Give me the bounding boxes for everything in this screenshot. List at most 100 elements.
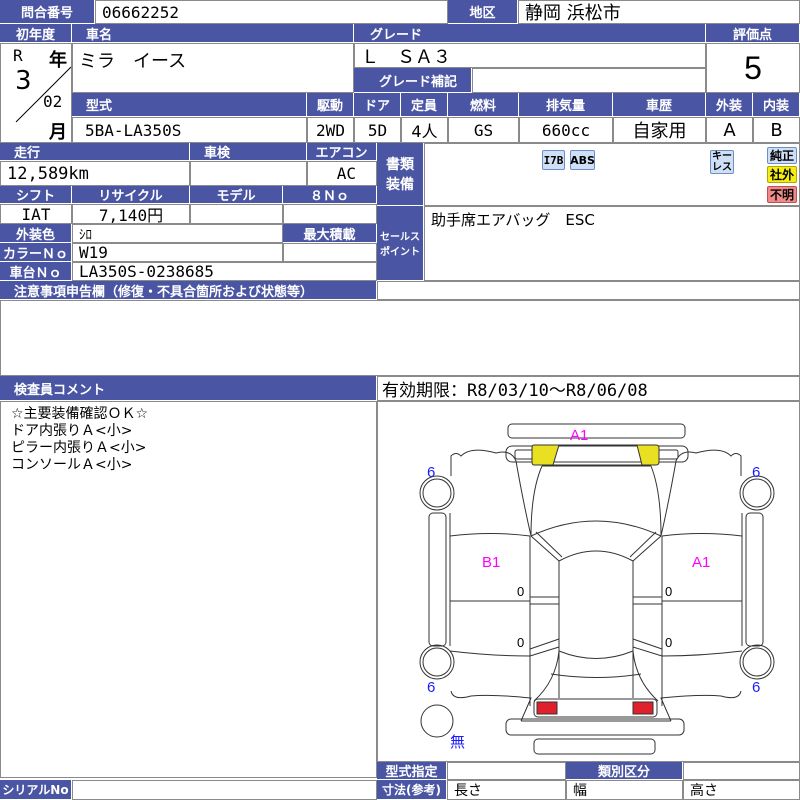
legend-unknown: 不明: [767, 186, 797, 203]
equipment-badge-i7b: I7B: [542, 150, 565, 170]
era: R: [13, 46, 23, 65]
front-glass-top: [507, 423, 686, 439]
equipment-label: 書類 装備: [377, 143, 424, 206]
fuel-value: GS: [448, 117, 519, 143]
first-reg-label: 初年度: [0, 24, 72, 43]
legend-genuine: 純正: [767, 147, 797, 164]
notes-label: 注意事項申告欄（修復・不具合箇所および状態等）: [0, 281, 377, 300]
displacement-value: 660cc: [519, 117, 613, 143]
max-load-value: [283, 243, 377, 262]
serial-label: シリアルNo: [0, 780, 72, 800]
interior-label: 内装: [753, 93, 800, 117]
displacement-label: 排気量: [519, 93, 613, 117]
inspector-label: 検査員コメント: [0, 376, 377, 401]
car-diagram-svg: A1 B1 A1 6 6 6 6 無 0 0 0 0: [419, 423, 775, 755]
damage-diagram: A1 B1 A1 6 6 6 6 無 0 0 0 0: [377, 401, 800, 762]
grade-note-label: グレード補記: [354, 68, 472, 93]
model-year-value: [190, 204, 283, 224]
equipment-label-line2: 装備: [386, 177, 414, 193]
door-label: ドア: [354, 93, 401, 117]
score-label: 評価点: [706, 24, 800, 43]
drive-value: 2WD: [307, 117, 354, 143]
right-side-mark: A1: [692, 554, 710, 571]
eight-no-value: [283, 204, 377, 224]
capacity-label: 定員: [401, 93, 448, 117]
chassis-no-label: 車台Ｎｏ: [0, 262, 72, 281]
equipment-badge-keyless: キー レス: [710, 150, 734, 174]
capacity-value: 4人: [401, 117, 448, 143]
comment-line: ☆主要装備確認ＯＫ☆: [11, 406, 149, 422]
ac-value: AC: [307, 161, 377, 186]
grade-note-value: [472, 68, 706, 93]
equipment-area: I7B ABS キー レス 純正 社外 不明: [424, 143, 800, 206]
color-no-value: W19: [72, 243, 283, 262]
door-mark: 0: [665, 584, 672, 599]
max-load-label: 最大積載: [283, 224, 377, 243]
comment-line: ピラー内張りＡ<小>: [11, 440, 147, 456]
year: 3: [15, 66, 32, 96]
recycle-label: リサイクル: [72, 186, 190, 204]
color-no-label: カラーＮｏ: [0, 243, 72, 262]
month: 02: [43, 92, 63, 111]
serial-value: [72, 780, 377, 800]
sales-point-label: セールス ポイント: [377, 206, 424, 281]
history-label: 車歴: [613, 93, 706, 117]
tire-fr: 6: [752, 464, 760, 481]
exterior-grade: A: [706, 117, 753, 143]
grade-value: Ｌ ＳＡ３: [354, 43, 706, 68]
tire-fl: 6: [427, 464, 435, 481]
score-value: 5: [706, 43, 800, 93]
comment-line: ドア内張りＡ<小>: [11, 423, 133, 439]
equipment-label-line1: 書類: [386, 157, 414, 173]
notes-value: [0, 300, 800, 376]
width-label: 幅: [566, 780, 683, 800]
height-label: 高さ: [683, 780, 800, 800]
region-label: 地区: [448, 0, 518, 24]
door-value: 5D: [354, 117, 401, 143]
car-name-value: ミラ イース: [72, 43, 354, 93]
tire-rr: 6: [752, 679, 760, 696]
year-suffix: 年: [49, 50, 67, 71]
notes-header-right: [377, 281, 800, 300]
color-value: ｼﾛ: [72, 224, 283, 243]
inspection-label: 車検: [190, 143, 307, 161]
car-name-label: 車名: [72, 24, 354, 43]
month-suffix: 月: [49, 122, 67, 143]
type-designation-label: 型式指定: [377, 762, 447, 780]
mileage-value: 12,589km: [0, 161, 190, 186]
chassis-no-value: LA350S-0238685: [72, 262, 377, 281]
color-label: 外装色: [0, 224, 72, 243]
front-bumper-mark: A1: [570, 427, 588, 444]
tire-rl: 6: [427, 679, 435, 696]
category-label: 類別区分: [566, 762, 683, 780]
recycle-value: 7,140円: [72, 204, 190, 224]
interior-grade: B: [753, 117, 800, 143]
eight-no-label: ８Ｎｏ: [283, 186, 377, 204]
dimensions-label: 寸法(参考): [377, 780, 447, 800]
door-mark: 0: [665, 635, 672, 650]
door-mark: 0: [517, 584, 524, 599]
comment-line: コンソールＡ<小>: [11, 457, 133, 473]
inspector-comments: ☆主要装備確認ＯＫ☆ ドア内張りＡ<小> ピラー内張りＡ<小> コンソールＡ<小…: [0, 401, 377, 778]
front-bumper: [505, 445, 689, 463]
grade-label: グレード: [354, 24, 706, 43]
history-value: 自家用: [613, 117, 706, 143]
model-year-label: モデル: [190, 186, 283, 204]
exterior-label: 外装: [706, 93, 753, 117]
left-side-mark: B1: [482, 554, 500, 571]
inspection-value: [190, 161, 307, 186]
sales-point-value: 助手席エアバッグ ESC: [424, 206, 800, 281]
first-reg-box: R 年 3 02 月: [0, 43, 72, 143]
drive-label: 駆動: [307, 93, 354, 117]
shift-label: シフト: [0, 186, 72, 204]
sales-point-label-line1: セールス: [380, 232, 420, 243]
shift-value: IAT: [0, 204, 72, 224]
equipment-badge-abs: ABS: [570, 150, 595, 170]
type-designation-value: [447, 762, 566, 780]
category-value: [683, 762, 800, 780]
ac-label: エアコン: [307, 143, 377, 161]
length-label: 長さ: [447, 780, 566, 800]
inquiry-no-value: 06662252: [95, 0, 448, 24]
validity-period: 有効期限：R8/03/10〜R8/06/08: [377, 376, 800, 401]
diagonal-divider: [15, 66, 71, 123]
